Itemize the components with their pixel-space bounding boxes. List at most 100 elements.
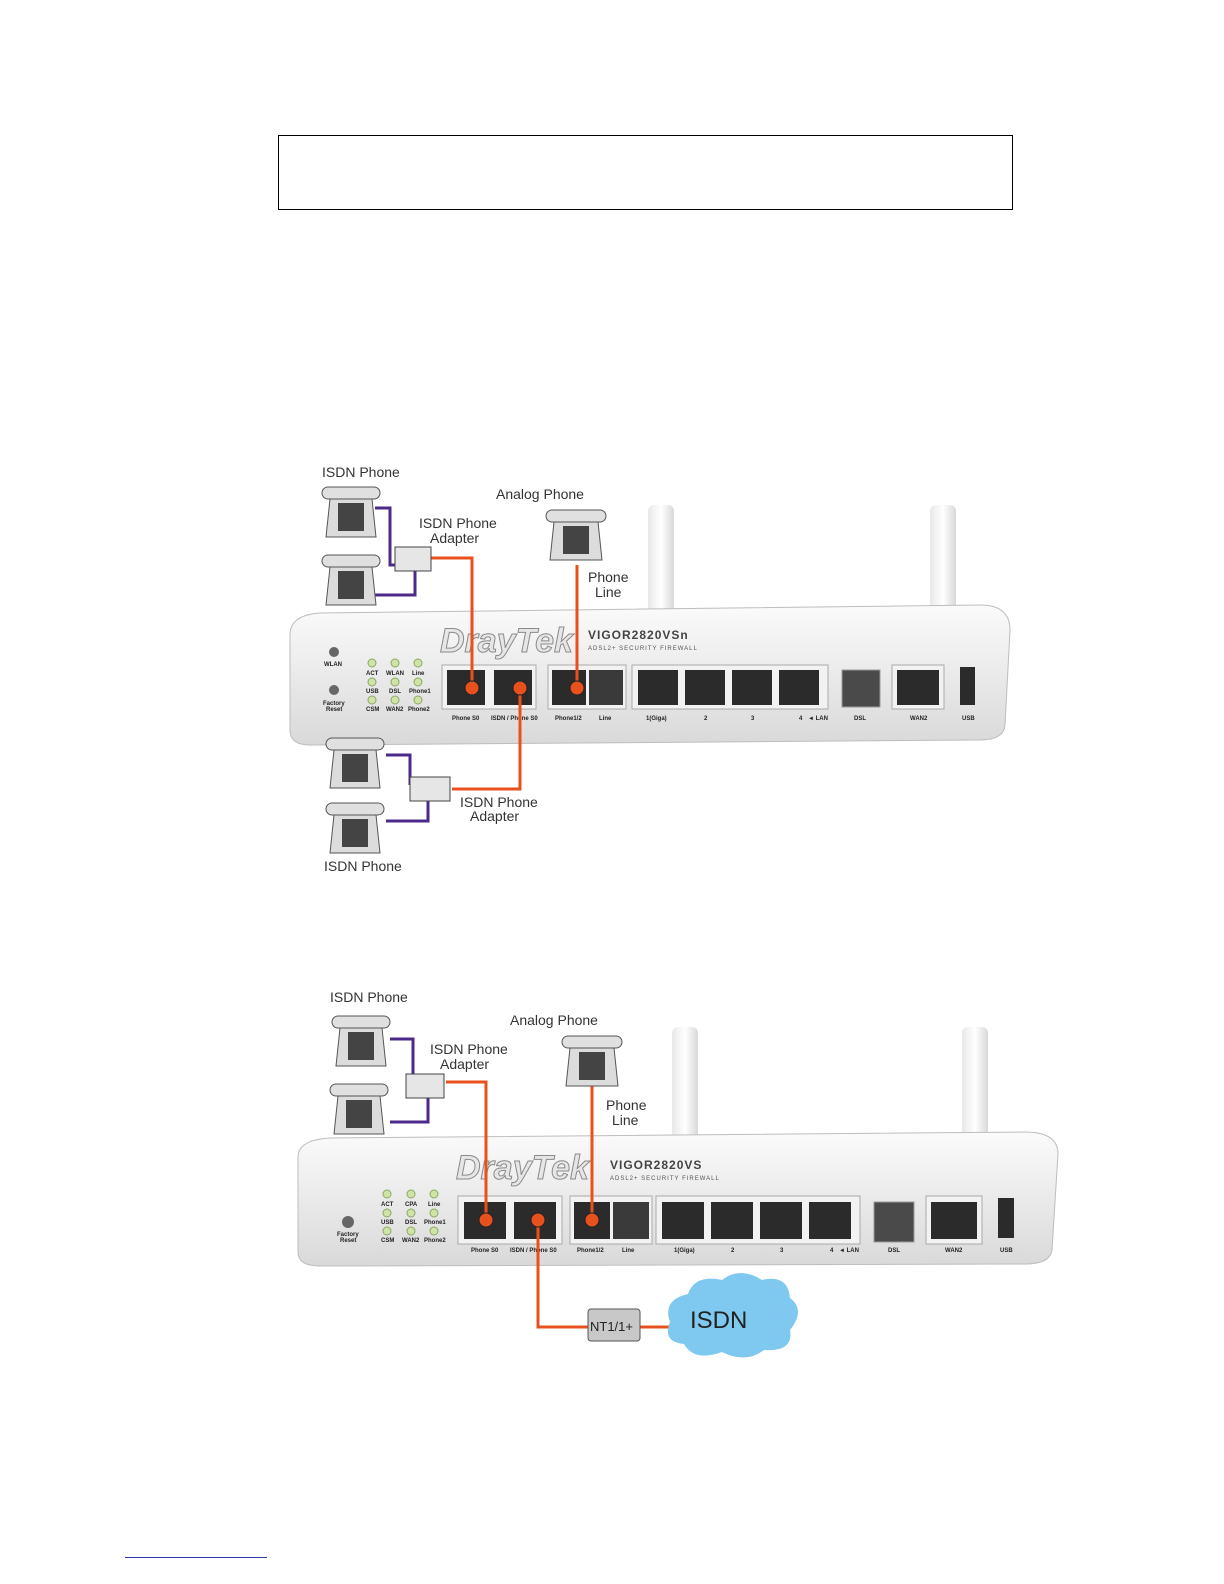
factory-reset-button[interactable] (329, 685, 339, 695)
led-label: Phone1 (409, 689, 431, 695)
port-label: 3 (751, 716, 755, 722)
led-label: CSM (381, 1238, 394, 1244)
label-phone-line: Phone (606, 1097, 647, 1113)
port-label: 2 (704, 716, 708, 722)
cables (390, 1037, 670, 1329)
label-isdn-adapter: ISDN Phone (430, 1041, 508, 1057)
label-isdn-adapter: Adapter (470, 808, 519, 824)
port-group: Phone S0 ISDN / Phone S0 Phone1/2 Line 1… (457, 1195, 1014, 1254)
led-label: CPA (405, 1202, 418, 1208)
led-label: ACT (366, 671, 379, 677)
antenna (930, 505, 956, 615)
led-label: WLAN (386, 671, 404, 677)
led-group: ACT WLAN Line USB DSL Phone1 CSM WAN2 Ph… (366, 658, 431, 713)
label-isdn-adapter: Adapter (430, 530, 479, 546)
port-label: WAN2 (910, 716, 928, 722)
footer-line (125, 1557, 267, 1558)
port-dsl[interactable] (841, 669, 881, 708)
port-label: Phone S0 (471, 1248, 499, 1254)
label-analog-phone: Analog Phone (496, 486, 584, 502)
factory-reset-label-2: Reset (326, 707, 342, 713)
port-label: USB (1000, 1248, 1013, 1254)
label-analog-phone: Analog Phone (510, 1012, 598, 1028)
port-label: Phone1/2 (555, 716, 582, 722)
cable-plug (584, 1212, 600, 1228)
label-isdn-phone: ISDN Phone (322, 464, 400, 480)
router-model: VIGOR2820VS (610, 1158, 702, 1172)
port-label: 3 (780, 1248, 784, 1254)
analog-phone-icon (545, 509, 607, 561)
port-lan-3[interactable] (732, 670, 772, 705)
isdn-adapter-icon (405, 1073, 445, 1099)
cable-plug (569, 680, 585, 696)
led-label: DSL (389, 689, 401, 695)
nt1-box (587, 1308, 641, 1342)
isdn-phone-icon (321, 554, 381, 606)
led-label: Phone1 (424, 1220, 446, 1226)
port-lan-4[interactable] (809, 1202, 851, 1239)
led-label: ACT (381, 1202, 394, 1208)
label-phone-line: Line (612, 1112, 639, 1128)
label-phone-line: Phone (588, 569, 629, 585)
led-group: ACT CPA Line USB DSL Phone1 CSM WAN2 Pho… (381, 1189, 446, 1244)
port-label: ◄ LAN (839, 1248, 859, 1254)
led-label: Phone2 (424, 1238, 446, 1244)
port-lan-4[interactable] (779, 670, 819, 705)
router-brand: DrayTek (456, 1149, 591, 1187)
port-dsl[interactable] (873, 1201, 915, 1243)
led-label: Phone2 (408, 707, 430, 713)
port-usb[interactable] (960, 667, 975, 705)
nt1-label: NT1/1+ (590, 1319, 633, 1334)
led-label: DSL (405, 1220, 417, 1226)
diagram-vigor2820vs: DrayTek VIGOR2820VS ADSL2+ SECURITY FIRE… (290, 982, 1070, 1372)
router: DrayTek VIGOR2820VSn ADSL2+ SECURITY FIR… (289, 604, 1011, 746)
antenna (962, 1027, 988, 1139)
factory-reset-label: Factory (337, 1232, 359, 1238)
port-wan2[interactable] (931, 1202, 977, 1239)
isdn-cloud-label: ISDN (690, 1307, 747, 1334)
analog-phone-icon (561, 1035, 623, 1087)
label-isdn-phone: ISDN Phone (324, 858, 402, 874)
port-lan-3[interactable] (760, 1202, 802, 1239)
port-label: 1(Giga) (646, 716, 667, 722)
port-label: ISDN / Phone S0 (491, 716, 538, 722)
factory-reset-button[interactable] (342, 1216, 354, 1228)
wlan-label: WLAN (324, 662, 342, 668)
antenna (672, 1027, 698, 1139)
port-label: 1(Giga) (674, 1248, 695, 1254)
port-wan2[interactable] (897, 670, 939, 705)
port-usb[interactable] (998, 1198, 1014, 1238)
isdn-adapter-icon (409, 776, 451, 802)
port-lan-1[interactable] (662, 1202, 704, 1239)
router-brand: DrayTek (440, 622, 575, 660)
isdn-cloud (667, 1273, 798, 1358)
port-group: Phone S0 ISDN / Phone S0 Phone1/2 Line 1… (441, 664, 975, 722)
label-isdn-adapter: ISDN Phone (419, 515, 497, 531)
port-label: 4 (799, 716, 803, 722)
port-lan-2[interactable] (685, 670, 725, 705)
port-line[interactable] (589, 670, 623, 705)
cable-plug (530, 1212, 546, 1228)
port-lan-2[interactable] (711, 1202, 753, 1239)
led-label: Line (412, 671, 425, 677)
port-line[interactable] (613, 1202, 649, 1239)
led-label: USB (366, 689, 379, 695)
port-lan-1[interactable] (638, 670, 678, 705)
cable-plug (478, 1212, 494, 1228)
isdn-phone-icon (329, 1083, 389, 1135)
port-label: 4 (830, 1248, 834, 1254)
isdn-phone-icon (325, 802, 385, 854)
cable-plug (512, 680, 528, 696)
cables (375, 506, 579, 823)
port-label: Line (599, 716, 612, 722)
factory-reset-label: Factory (323, 701, 345, 707)
router: DrayTek VIGOR2820VS ADSL2+ SECURITY FIRE… (297, 1131, 1059, 1267)
wlan-button[interactable] (329, 647, 339, 657)
antenna (648, 505, 674, 615)
led-label: WAN2 (402, 1238, 420, 1244)
port-label: Line (622, 1248, 635, 1254)
led-label: WAN2 (386, 707, 404, 713)
label-phone-line: Line (595, 584, 622, 600)
label-isdn-phone: ISDN Phone (330, 989, 408, 1005)
port-label: DSL (854, 716, 866, 722)
